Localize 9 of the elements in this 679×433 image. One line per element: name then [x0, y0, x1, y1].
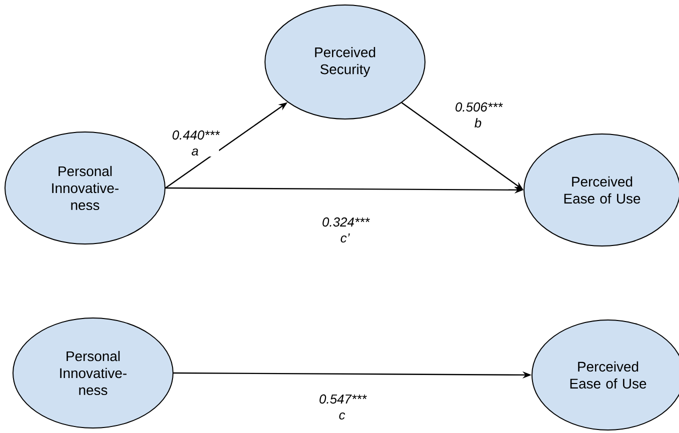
ellipse-node: Perceived Security [264, 4, 426, 120]
ellipse-node: Perceived Ease of Use [524, 134, 679, 246]
ellipse-node: Perceived Ease of Use [532, 320, 679, 430]
edge-label: 0.440*** a [171, 129, 220, 157]
edge-label: 0.506*** b [454, 101, 503, 129]
edge-label: 0.324*** c’ [321, 216, 370, 244]
ellipse-node: Personal Innovative- ness [12, 318, 174, 428]
edge-label: 0.547*** c [318, 393, 367, 421]
ellipse-node: Personal Innovative- ness [4, 132, 166, 244]
